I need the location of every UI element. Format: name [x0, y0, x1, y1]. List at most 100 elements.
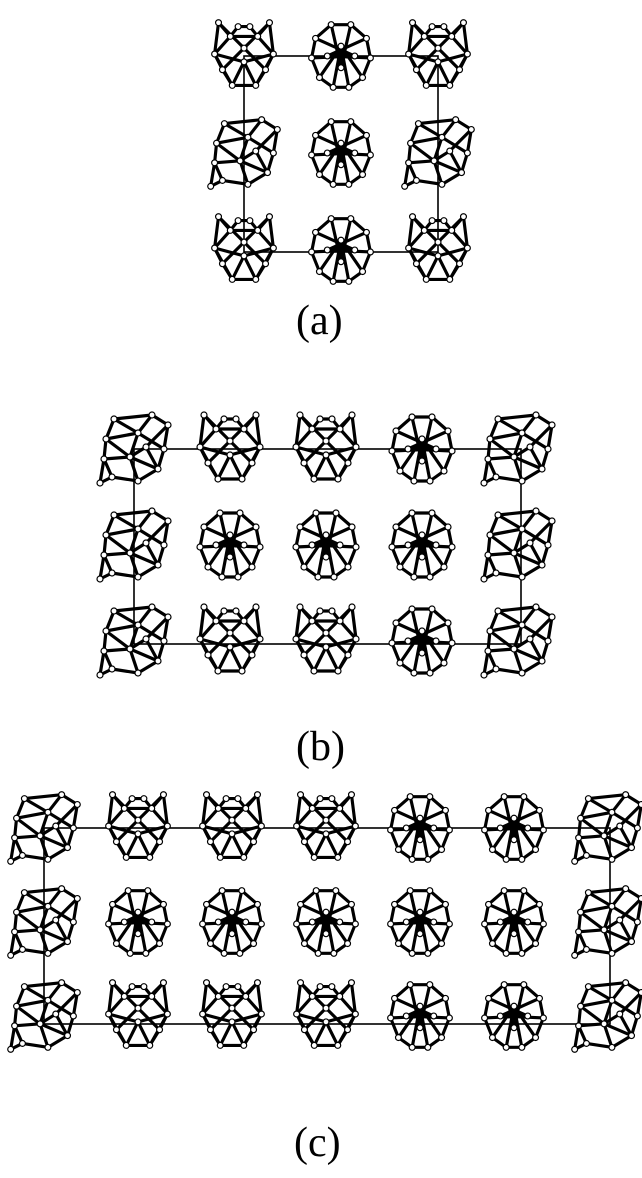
cluster-panel-c-r2-c6: [571, 979, 642, 1053]
atom-circle: [44, 855, 52, 863]
atom-circle: [428, 605, 436, 613]
atom-circle: [402, 918, 410, 926]
bond-line: [584, 853, 614, 861]
bond-line: [512, 551, 544, 567]
cluster-panel-b-r1-c3: [388, 509, 456, 581]
bond-line: [404, 996, 448, 1018]
atom-circle: [432, 637, 440, 645]
bond-line: [302, 631, 328, 657]
bond-line: [267, 215, 275, 250]
atom-circle: [440, 23, 448, 31]
atom-circle: [140, 983, 148, 991]
bond-line: [254, 127, 279, 153]
bond-line: [206, 631, 232, 657]
bond-line: [213, 21, 221, 56]
atom-circle: [414, 120, 422, 128]
cluster-panel-b-r2-c2: [292, 603, 360, 675]
atom-circle: [344, 940, 352, 948]
cluster-panel-b-r0-c0: [96, 411, 172, 487]
atom-circle: [538, 657, 546, 665]
atom-circle: [416, 1002, 424, 1010]
bond-line: [38, 1022, 50, 1049]
atom-circle: [108, 791, 117, 799]
atom-circle: [108, 979, 117, 987]
atom-circle: [351, 920, 359, 928]
bond-line: [498, 808, 542, 830]
atom-circle: [366, 151, 374, 159]
atom-circle: [300, 563, 308, 571]
bond-line: [295, 994, 314, 1016]
atom-circle: [418, 553, 426, 561]
atom-circle: [445, 1014, 453, 1022]
atom-circle: [134, 1018, 142, 1026]
bond-line: [124, 1020, 140, 1047]
atom-circle: [526, 539, 534, 547]
atom-circle: [616, 822, 624, 830]
atom-circle: [441, 994, 450, 1002]
atom-circle: [428, 509, 436, 517]
bond-line: [136, 824, 169, 836]
bond-line: [255, 981, 263, 1016]
atom-circle: [496, 1012, 504, 1020]
atom-circle: [211, 159, 219, 167]
atom-circle: [164, 517, 172, 525]
bond-line: [22, 887, 64, 895]
atom-circle: [520, 793, 528, 801]
bond-line: [392, 996, 436, 1018]
atom-circle: [418, 627, 426, 635]
atom-circle: [234, 23, 242, 31]
atom-circle: [347, 118, 355, 126]
atom-circle: [226, 553, 234, 561]
atom-circle: [134, 830, 142, 838]
bond-line: [635, 896, 642, 924]
atom-circle: [316, 795, 324, 803]
bond-line: [242, 427, 262, 449]
atom-circle: [7, 951, 15, 959]
bond-line: [465, 127, 473, 155]
bond-line: [586, 981, 628, 989]
bond-line: [112, 509, 154, 517]
atom-circle: [148, 507, 156, 515]
atom-circle: [322, 531, 330, 539]
bond-line: [418, 816, 444, 852]
bond-line: [602, 904, 614, 932]
bond-line: [144, 637, 160, 663]
cluster-panel-c-r1-c0: [7, 885, 81, 959]
atom-circle: [510, 453, 518, 461]
bond-line: [201, 806, 220, 828]
atom-circle: [248, 563, 256, 571]
atom-circle: [148, 411, 156, 419]
atom-circle: [571, 857, 579, 865]
atom-circle: [396, 563, 404, 571]
atom-circle: [218, 66, 226, 74]
atom-circle: [344, 563, 352, 571]
bond-line: [407, 228, 426, 250]
atom-circle: [532, 411, 540, 419]
atom-circle: [352, 635, 360, 643]
bond-line: [528, 637, 544, 663]
bond-line: [128, 551, 160, 567]
atom-circle: [616, 1010, 624, 1018]
bond-line: [230, 60, 246, 87]
cluster-panel-c-r0-c4: [387, 793, 453, 863]
cluster-panel-c-r2-c4: [387, 981, 453, 1051]
atom-circle: [292, 635, 300, 643]
bond-line: [220, 46, 246, 72]
bond-line: [528, 615, 554, 641]
atom-circle: [232, 607, 240, 615]
bond-line: [136, 413, 154, 435]
atom-circle: [392, 523, 400, 531]
atom-circle: [211, 50, 219, 58]
atom-circle: [58, 791, 66, 799]
bond-line: [520, 413, 538, 435]
atom-circle: [112, 1026, 120, 1034]
atom-circle: [548, 613, 556, 621]
bond-line: [396, 816, 422, 852]
bond-line: [14, 910, 42, 932]
atom-circle: [480, 575, 488, 583]
atom-circle: [459, 19, 468, 27]
cluster-panel-b-r0-c1: [196, 411, 264, 483]
atom-circle: [52, 822, 60, 830]
atom-circle: [232, 415, 240, 423]
bond-line: [494, 667, 524, 675]
